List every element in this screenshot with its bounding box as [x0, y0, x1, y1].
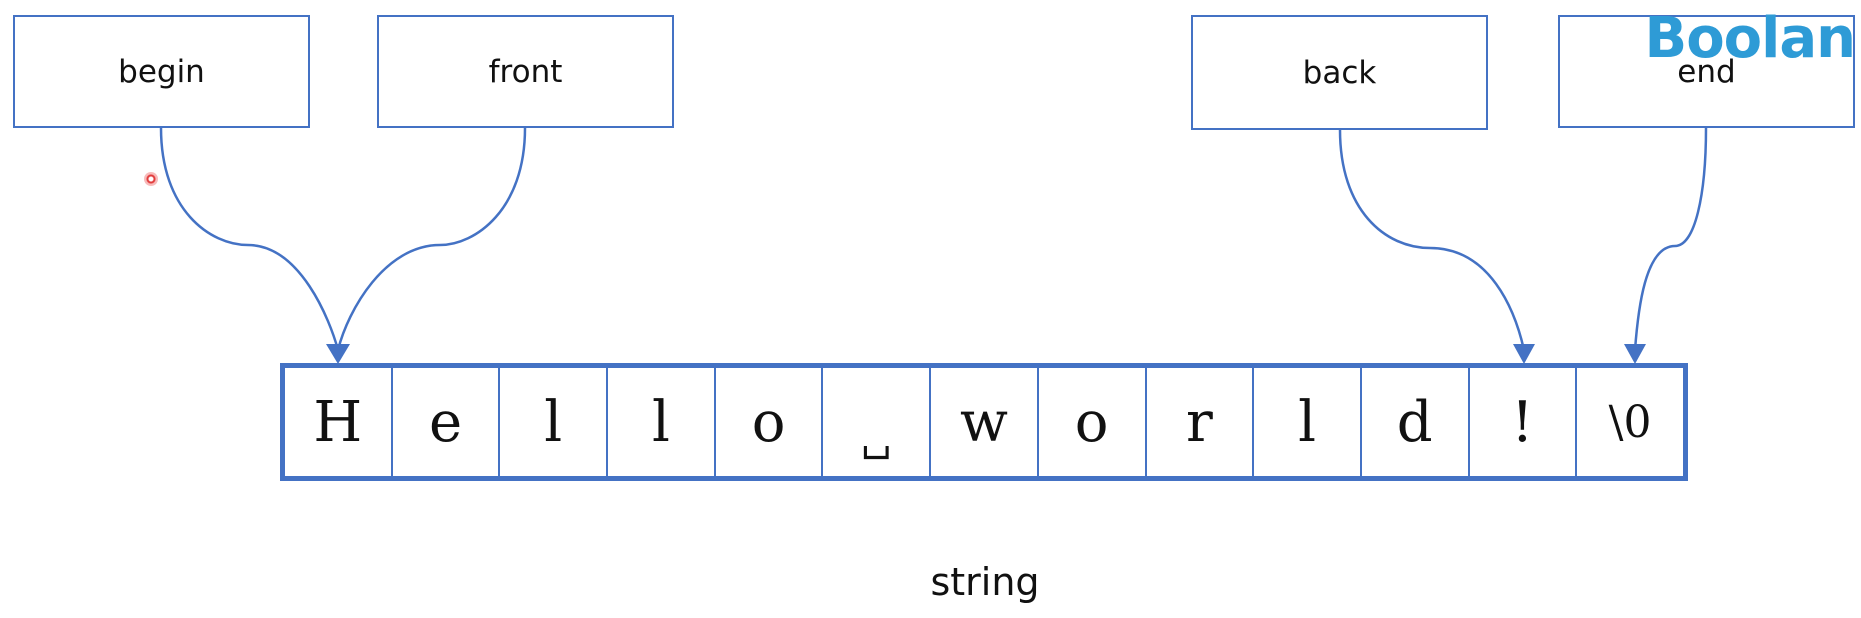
arrowhead-begin-front	[326, 344, 350, 364]
string-cell: e	[393, 368, 501, 476]
string-cell: l	[1254, 368, 1362, 476]
arrowhead-end	[1624, 344, 1646, 364]
arrow-end	[1633, 127, 1708, 351]
string-cell: o	[716, 368, 824, 476]
string-cell-space: ␣	[823, 368, 932, 476]
pointer-box-front: front	[377, 15, 674, 128]
brand-logo: Boolan	[1644, 6, 1856, 71]
pointer-label-back: back	[1302, 54, 1377, 91]
arrow-begin	[159, 127, 340, 351]
pointer-label-end: end	[1677, 53, 1736, 90]
string-cell: d	[1362, 368, 1470, 476]
cursor-dot-icon	[144, 172, 158, 186]
pointer-label-front: front	[488, 53, 563, 90]
string-cell: l	[608, 368, 716, 476]
string-cell: w	[931, 368, 1039, 476]
pointer-label-begin: begin	[118, 53, 205, 90]
string-cell: H	[285, 368, 393, 476]
string-array: H e l l o ␣ w o r l d ! \0	[280, 363, 1688, 481]
arrow-front	[336, 127, 527, 351]
string-cell-null-terminator: \0	[1608, 396, 1652, 448]
string-cell: l	[500, 368, 609, 476]
pointer-box-begin: begin	[13, 15, 310, 128]
pointer-box-end: end	[1558, 15, 1855, 128]
diagram-caption: string	[930, 560, 1040, 604]
string-cell: o	[1039, 368, 1147, 476]
string-cell: !	[1470, 368, 1578, 476]
arrowhead-back	[1513, 344, 1535, 364]
string-cell: r	[1147, 368, 1255, 476]
arrow-back	[1338, 129, 1526, 351]
pointer-box-back: back	[1191, 15, 1488, 130]
